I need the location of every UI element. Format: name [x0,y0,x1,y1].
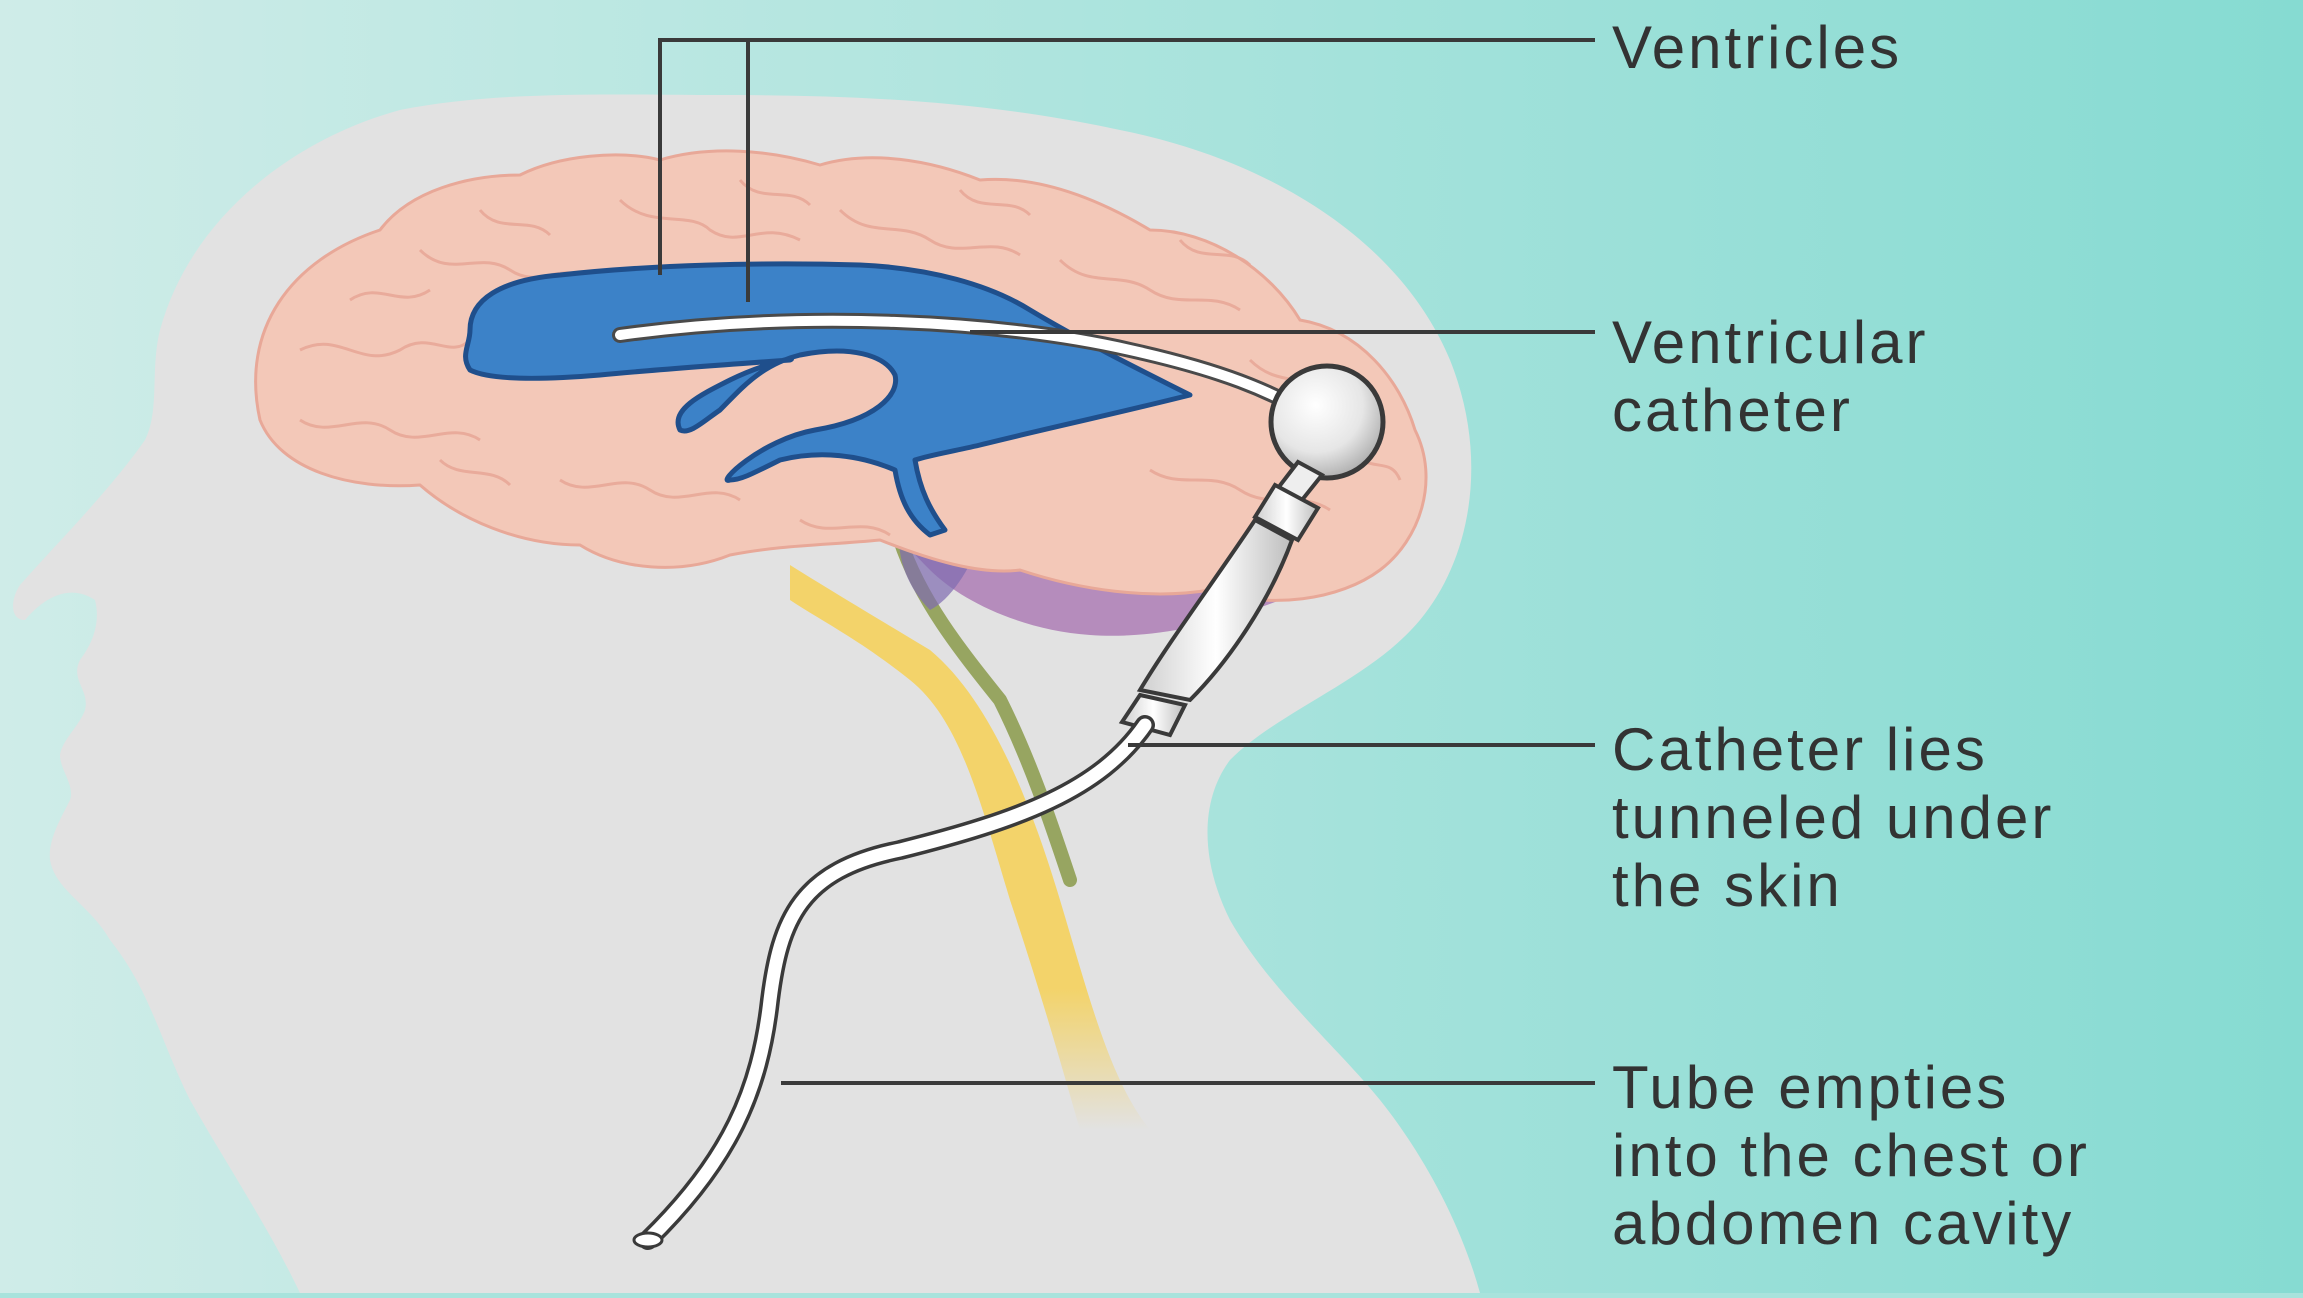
catheter-end [634,1233,662,1247]
label-tunneled: Catheter lies tunneled under the skin [1612,716,2054,920]
label-tube: Tube empties into the chest or abdomen c… [1612,1054,2090,1258]
label-tunneled-line-3: the skin [1612,852,2054,920]
shunt-valve [1271,366,1383,478]
label-tunneled-line-1: Catheter lies [1612,716,2054,784]
label-ventricular-catheter-line-2: catheter [1612,377,1928,445]
label-ventricles-line-1: Ventricles [1612,14,1902,82]
label-tunneled-line-2: tunneled under [1612,784,2054,852]
label-tube-line-1: Tube empties [1612,1054,2090,1122]
label-tube-line-2: into the chest or [1612,1122,2090,1190]
label-ventricular-catheter: Ventricular catheter [1612,309,1928,445]
label-tube-line-3: abdomen cavity [1612,1190,2090,1258]
label-ventricles: Ventricles [1612,14,1902,82]
label-ventricular-catheter-line-1: Ventricular [1612,309,1928,377]
